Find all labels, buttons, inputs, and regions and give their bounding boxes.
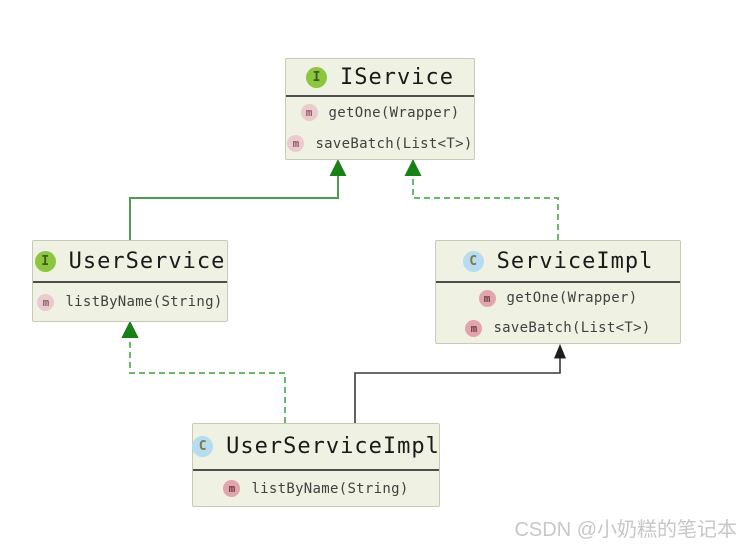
node-title: UserService (68, 248, 226, 274)
method-icon: m (478, 289, 496, 307)
methods-section: m getOne(Wrapper) m saveBatch(List<T>) (436, 281, 680, 343)
method-row[interactable]: m saveBatch(List<T>) (287, 128, 472, 159)
method-icon: m (223, 480, 241, 497)
edge-serviceimpl-implements-iservice (404, 159, 559, 240)
class-node-iservice[interactable]: I IService m getOne(Wrapper) m saveBatch… (285, 58, 475, 160)
method-row[interactable]: m getOne(Wrapper) (300, 97, 460, 128)
method-row[interactable]: m saveBatch(List<T>) (465, 313, 650, 343)
method-icon: m (287, 135, 305, 152)
method-row[interactable]: m listByName(String) (37, 287, 222, 318)
interface-icon: I (34, 250, 56, 272)
edge-userserviceimpl-implements-userservice (121, 321, 286, 423)
node-title: IService (340, 64, 454, 90)
class-icon: C (462, 250, 484, 272)
node-header: C UserServiceImpl (192, 424, 440, 469)
class-node-serviceimpl[interactable]: C ServiceImpl m getOne(Wrapper) m saveBa… (435, 240, 681, 344)
method-label: listByName(String) (65, 294, 223, 310)
node-header: I UserService (33, 241, 227, 281)
method-icon: m (37, 293, 55, 311)
class-node-userservice[interactable]: I UserService m listByName(String) (32, 240, 228, 322)
edge-userserviceimpl-extends-serviceimpl (354, 344, 566, 423)
method-label: getOne(Wrapper) (328, 104, 460, 121)
method-row[interactable]: m getOne(Wrapper) (478, 283, 638, 313)
method-icon: m (465, 319, 483, 337)
method-label: listByName(String) (251, 480, 409, 497)
node-header: C ServiceImpl (436, 241, 680, 281)
methods-section: m listByName(String) (33, 281, 227, 321)
arrowhead-triangle-icon (404, 159, 422, 176)
node-header: I IService (286, 59, 474, 95)
class-node-userserviceimpl[interactable]: C UserServiceImpl m listByName(String) (192, 423, 440, 507)
edge-userservice-extends-iservice (129, 159, 347, 240)
method-label: saveBatch(List<T>) (315, 135, 473, 152)
method-label: saveBatch(List<T>) (493, 320, 651, 336)
arrowhead-triangle-icon (121, 321, 139, 338)
arrowhead-triangle-icon (329, 159, 347, 176)
methods-section: m getOne(Wrapper) m saveBatch(List<T>) (286, 95, 474, 159)
interface-icon: I (306, 66, 328, 88)
arrowhead-triangle-icon (554, 344, 566, 359)
class-icon: C (192, 436, 214, 457)
method-row[interactable]: m listByName(String) (223, 473, 408, 504)
methods-section: m listByName(String) (193, 469, 439, 506)
node-title: ServiceImpl (496, 248, 654, 274)
watermark: CSDN @小奶糕的笔记本 (514, 519, 737, 541)
method-icon: m (300, 104, 318, 121)
node-title: UserServiceImpl (226, 434, 440, 459)
method-label: getOne(Wrapper) (506, 290, 638, 306)
